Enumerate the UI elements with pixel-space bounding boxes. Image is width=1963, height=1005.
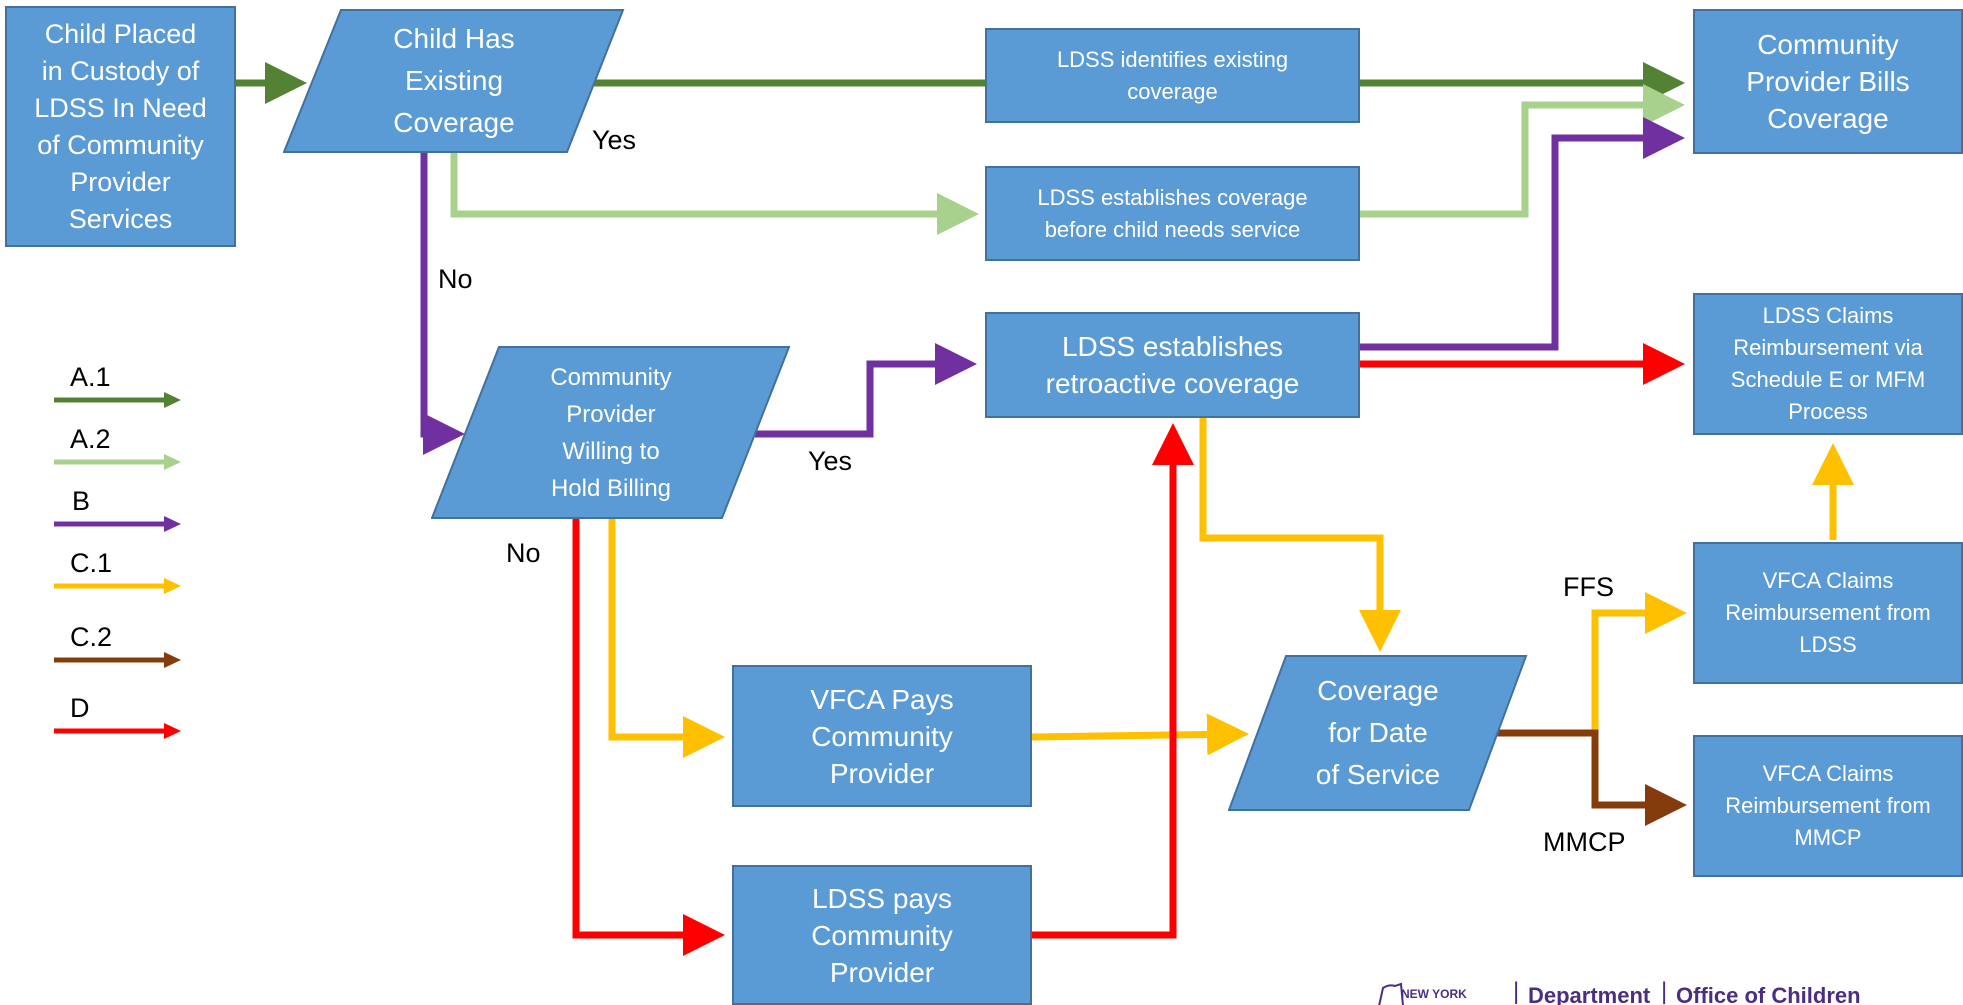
node-ldss-pays: LDSS pays Community Provider	[732, 865, 1032, 1005]
legend-item-a2: A.2	[50, 424, 185, 474]
node-ldss-claims: LDSS Claims Reimbursement via Schedule E…	[1693, 293, 1963, 435]
node-ldss-identifies: LDSS identifies existing coverage	[985, 28, 1360, 123]
legend-arrow	[54, 392, 181, 408]
node-vfca-claims-ldss: VFCA Claims Reimbursement from LDSS	[1693, 542, 1963, 684]
edge-label-mmcp: MMCP	[1543, 827, 1626, 857]
node-child-placed: Child Placed in Custody of LDSS In Need …	[5, 6, 236, 247]
legend-item-c2: C.2	[50, 622, 185, 672]
logo-dept: Department	[1528, 983, 1651, 1005]
edge-a2-bills	[1360, 84, 1685, 218]
node-ldss-establishes-before: LDSS establishes coverage before child n…	[985, 166, 1360, 261]
nys-ocfs-logo: NEW YORK | Department | Office of Childr…	[1375, 980, 1935, 1005]
parallelogram-shape	[1228, 655, 1528, 811]
node-vfca-claims-mmcp-text: VFCA Claims Reimbursement from MMCP	[1725, 761, 1931, 850]
legend-arrow	[54, 723, 181, 739]
legend-label: A.2	[70, 424, 111, 454]
legend-item-c1: C.1	[50, 548, 185, 598]
node-vfca-pays-text: VFCA Pays Community Provider	[810, 683, 954, 789]
edge-c1-vfca-pays	[608, 519, 725, 758]
edge-label-no-hold: No	[506, 538, 541, 568]
legend-item-d: D	[50, 693, 185, 743]
logo-divider-2: |	[1661, 980, 1668, 1005]
edge-a2-establish	[450, 153, 979, 235]
node-ldss-claims-text: LDSS Claims Reimbursement via Schedule E…	[1730, 303, 1926, 424]
edge-c1-coverage	[1031, 713, 1249, 756]
node-existing-coverage-text: Child Has Existing Coverage	[393, 23, 515, 138]
parallelogram-shape	[283, 9, 625, 153]
legend-arrow	[54, 516, 181, 532]
node-provider-bills: Community Provider Bills Coverage	[1693, 9, 1963, 154]
edge-b-no	[420, 153, 465, 455]
legend-label: C.1	[70, 548, 113, 578]
node-coverage-date-text: Coverage for Date of Service	[1315, 675, 1441, 790]
edge-d-ldss-pays	[572, 519, 725, 956]
legend-label: A.1	[70, 362, 111, 392]
parallelogram-shape	[431, 346, 791, 519]
node-child-placed-text: Child Placed in Custody of LDSS In Need …	[34, 18, 207, 234]
edge-c2-mmcp	[1497, 729, 1687, 826]
node-provider-bills-text: Community Provider Bills Coverage	[1746, 29, 1910, 134]
legend-arrow	[54, 578, 181, 594]
edge-label-yes-hold: Yes	[808, 446, 853, 476]
edge-label-no-existing: No	[438, 264, 473, 294]
logo-office: Office of Children	[1676, 983, 1861, 1005]
node-ldss-establishes-before-text: LDSS establishes coverage before child n…	[1037, 184, 1308, 242]
edge-c1-retro	[1199, 418, 1401, 652]
node-existing-coverage: Child Has Existing Coverage	[283, 9, 625, 153]
nys-state-icon	[1378, 982, 1404, 1005]
node-ldss-identifies-text: LDSS identifies existing coverage	[1056, 46, 1289, 104]
legend-item-a1: A.1	[50, 362, 185, 412]
logo-divider-1: |	[1513, 980, 1520, 1005]
edge-d-retro	[1032, 423, 1194, 939]
node-ldss-retroactive: LDSS establishes retroactive coverage	[985, 312, 1360, 418]
node-vfca-pays: VFCA Pays Community Provider	[732, 665, 1032, 807]
edge-b-bills	[1360, 117, 1685, 351]
legend-label: D	[70, 693, 90, 723]
logo-state: NEW YORK	[1401, 987, 1467, 1001]
node-provider-hold-billing-text: Community Provider Willing to Hold Billi…	[550, 363, 672, 502]
legend-label: B	[72, 486, 91, 516]
legend-label: C.2	[70, 622, 113, 652]
edge-c1-ffs	[1591, 592, 1687, 733]
edge-b-yes	[755, 343, 977, 438]
node-ldss-pays-text: LDSS pays Community Provider	[811, 882, 953, 988]
node-provider-hold-billing: Community Provider Willing to Hold Billi…	[431, 346, 791, 519]
legend-arrow	[54, 454, 181, 470]
node-vfca-claims-ldss-text: VFCA Claims Reimbursement from LDSS	[1725, 568, 1931, 657]
node-vfca-claims-mmcp: VFCA Claims Reimbursement from MMCP	[1693, 735, 1963, 877]
edge-label-ffs: FFS	[1563, 572, 1614, 602]
legend-item-b: B	[50, 486, 185, 536]
node-ldss-retroactive-text: LDSS establishes retroactive coverage	[1045, 331, 1300, 399]
legend-arrow	[54, 652, 181, 668]
edge-label-yes-existing: Yes	[592, 125, 637, 155]
node-coverage-date: Coverage for Date of Service	[1228, 655, 1528, 811]
